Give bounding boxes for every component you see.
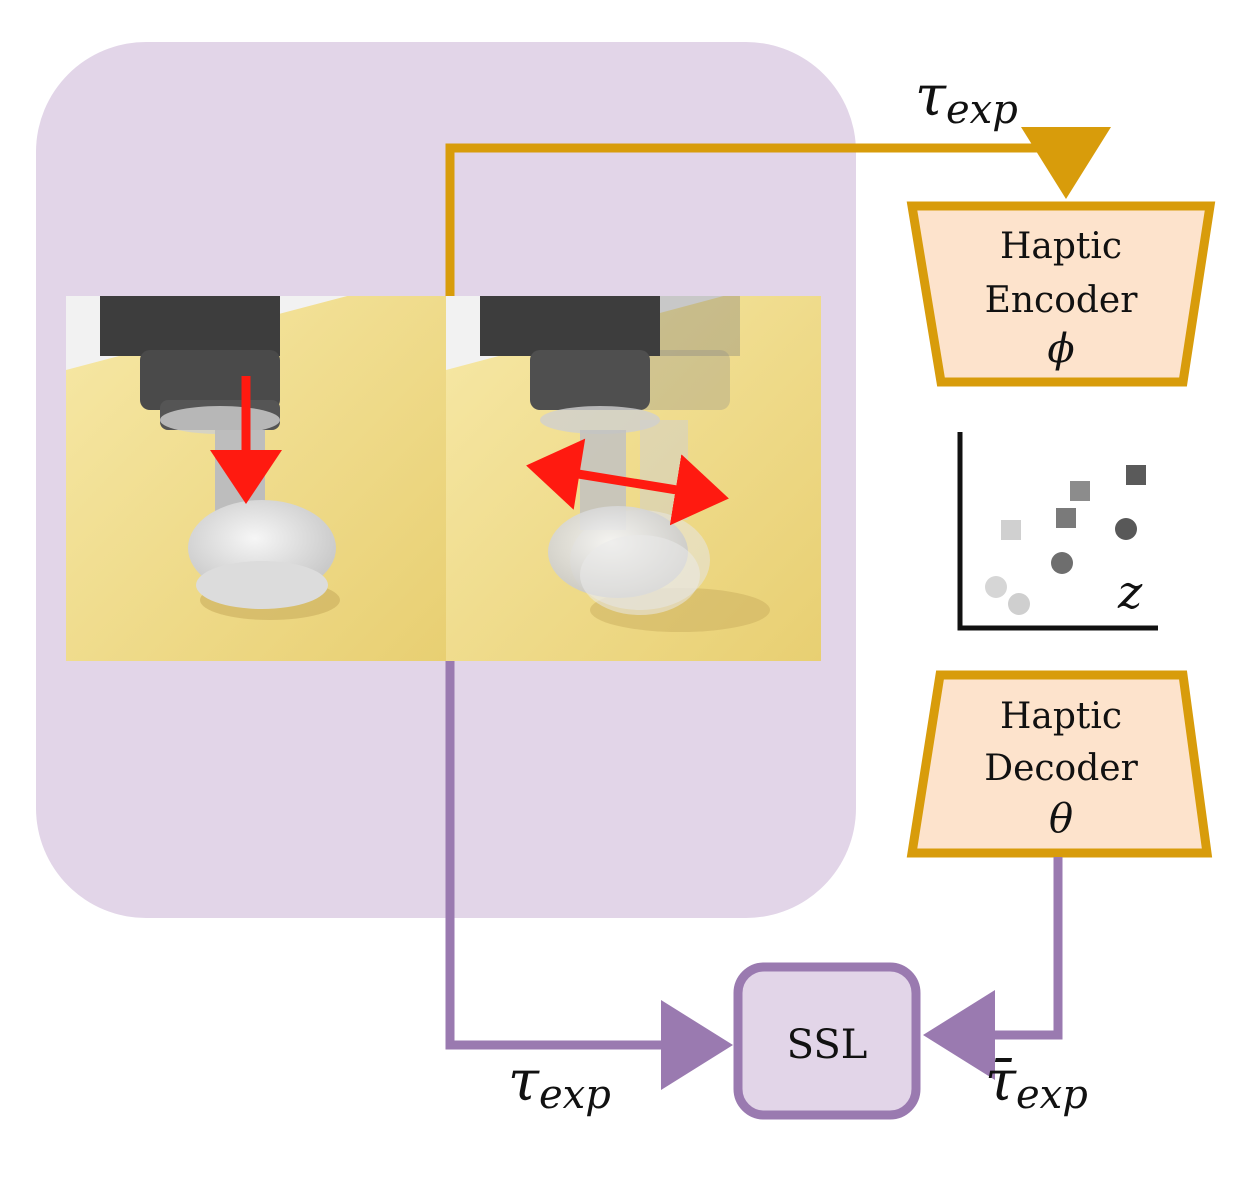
encoder-symbol: ϕ xyxy=(1047,326,1074,372)
tau-bar-exp-label: τ̄exp xyxy=(985,1049,1088,1118)
haptic-decoder-block: Haptic Decoder θ xyxy=(906,670,1213,858)
latent-circle-4 xyxy=(1115,518,1137,540)
encoder-label-line2: Encoder xyxy=(985,280,1139,321)
ssl-label: SSL xyxy=(787,1022,868,1068)
decoder-label-line2: Decoder xyxy=(984,748,1138,789)
tau-exp-top-label: τexp xyxy=(915,64,1018,133)
latent-square-1 xyxy=(1001,520,1021,540)
latent-z-label: z xyxy=(1117,565,1143,619)
haptic-encoder-block: Haptic Encoder ϕ xyxy=(906,201,1216,387)
decoder-label-line1: Haptic xyxy=(1000,696,1122,737)
latent-circle-1 xyxy=(985,576,1007,598)
decoder-symbol: θ xyxy=(1049,796,1073,842)
trajectory-to-encoder-arrow xyxy=(445,127,1111,296)
latent-space-plot: z xyxy=(957,432,1158,631)
encoder-label-line1: Haptic xyxy=(1000,226,1122,267)
tau-exp-bottom-label: τexp xyxy=(508,1049,611,1118)
latent-square-3 xyxy=(1070,481,1090,501)
robot-image-press xyxy=(66,296,446,661)
reconstruction-to-ssl-arrow xyxy=(923,857,1063,1080)
latent-square-4 xyxy=(1126,465,1146,485)
trajectory-to-ssl-arrow xyxy=(445,661,733,1090)
slide-arrow xyxy=(526,438,729,526)
ssl-block: SSL xyxy=(733,962,921,1120)
latent-circle-3 xyxy=(1051,552,1073,574)
latent-circle-2 xyxy=(1008,593,1030,615)
robot-image-slide xyxy=(446,296,821,661)
latent-square-2 xyxy=(1056,508,1076,528)
